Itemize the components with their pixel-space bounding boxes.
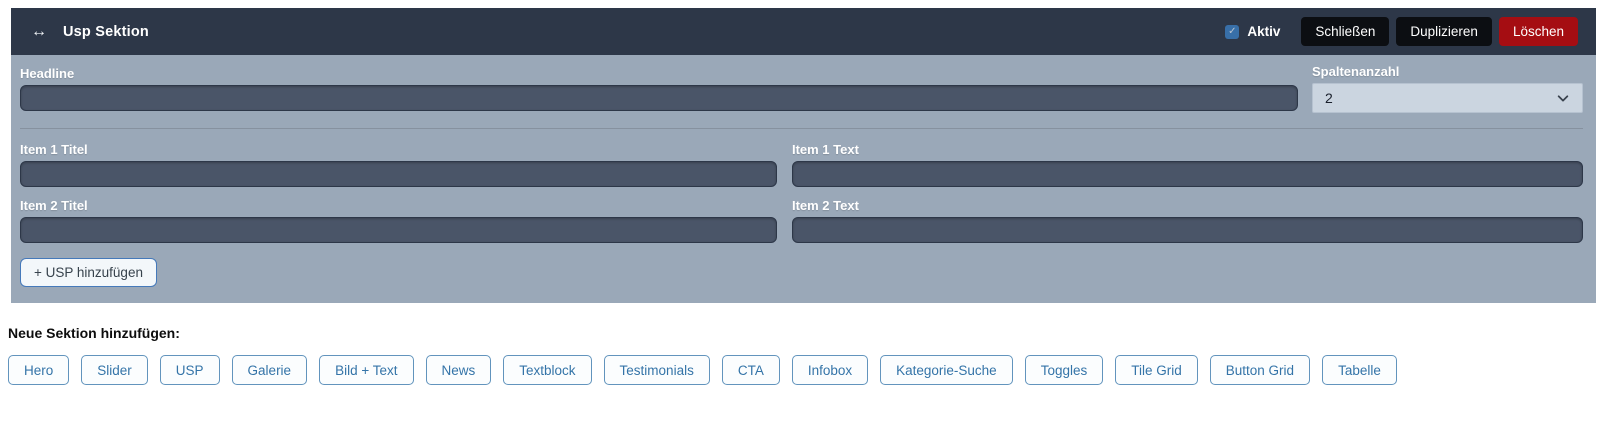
spaltenanzahl-selected-value: 2 <box>1325 90 1333 106</box>
add-section-slider-button[interactable]: Slider <box>81 355 148 385</box>
section-title: Usp Sektion <box>63 23 149 40</box>
add-section-buttons: Hero Slider USP Galerie Bild + Text News… <box>8 355 1596 385</box>
close-button[interactable]: Schließen <box>1301 17 1390 46</box>
add-section-area: Neue Sektion hinzufügen: Hero Slider USP… <box>8 325 1596 385</box>
item-field: Item 2 Text <box>791 198 1583 243</box>
add-section-textblock-button[interactable]: Textblock <box>503 355 592 385</box>
item2-text-input[interactable] <box>791 217 1583 243</box>
add-section-galerie-button[interactable]: Galerie <box>231 355 308 385</box>
section-form: Headline Spaltenanzahl 2 Item 1 Titel It… <box>11 55 1596 303</box>
chevron-down-icon <box>1557 95 1569 102</box>
form-divider <box>20 128 1583 129</box>
add-section-tabelle-button[interactable]: Tabelle <box>1322 355 1397 385</box>
add-section-toggles-button[interactable]: Toggles <box>1024 355 1104 385</box>
item-field: Item 1 Titel <box>20 142 777 187</box>
add-section-news-button[interactable]: News <box>425 355 492 385</box>
item-field: Item 1 Text <box>791 142 1583 187</box>
item1-titel-label: Item 1 Titel <box>20 142 88 157</box>
headline-label: Headline <box>20 66 75 81</box>
drag-handle-icon[interactable]: ↔ <box>31 22 47 40</box>
add-section-testimonials-button[interactable]: Testimonials <box>603 355 710 385</box>
item2-titel-input[interactable] <box>20 217 777 243</box>
delete-button[interactable]: Löschen <box>1498 17 1578 46</box>
item1-text-input[interactable] <box>791 161 1583 187</box>
headline-input[interactable] <box>20 85 1298 111</box>
spaltenanzahl-label: Spaltenanzahl <box>1312 64 1400 79</box>
section-header: ↔ Usp Sektion ✓ Aktiv Schließen Duplizie… <box>11 8 1596 55</box>
duplicate-button[interactable]: Duplizieren <box>1396 17 1492 46</box>
usp-items-grid: Item 1 Titel Item 1 Text Item 2 Titel It… <box>20 142 1583 243</box>
item1-text-label: Item 1 Text <box>791 142 859 157</box>
aktiv-checkbox[interactable]: ✓ <box>1225 24 1240 39</box>
add-section-tile-grid-button[interactable]: Tile Grid <box>1115 355 1198 385</box>
section-header-actions: ✓ Aktiv Schließen Duplizieren Löschen <box>1225 17 1578 46</box>
spaltenanzahl-select[interactable]: 2 <box>1312 83 1583 113</box>
aktiv-label: Aktiv <box>1247 24 1281 39</box>
item1-titel-input[interactable] <box>20 161 777 187</box>
item-field: Item 2 Titel <box>20 198 777 243</box>
add-section-hero-button[interactable]: Hero <box>8 355 70 385</box>
add-section-button-grid-button[interactable]: Button Grid <box>1209 355 1311 385</box>
add-section-usp-button[interactable]: USP <box>159 355 220 385</box>
add-usp-button[interactable]: + USP hinzufügen <box>20 258 157 287</box>
item2-titel-label: Item 2 Titel <box>20 198 88 213</box>
usp-section-panel: ↔ Usp Sektion ✓ Aktiv Schließen Duplizie… <box>11 8 1596 303</box>
add-section-cta-button[interactable]: CTA <box>721 355 780 385</box>
add-section-bild-text-button[interactable]: Bild + Text <box>319 355 414 385</box>
item2-text-label: Item 2 Text <box>791 198 859 213</box>
add-section-infobox-button[interactable]: Infobox <box>791 355 869 385</box>
add-section-label: Neue Sektion hinzufügen: <box>8 325 180 341</box>
add-section-kategorie-suche-button[interactable]: Kategorie-Suche <box>880 355 1013 385</box>
